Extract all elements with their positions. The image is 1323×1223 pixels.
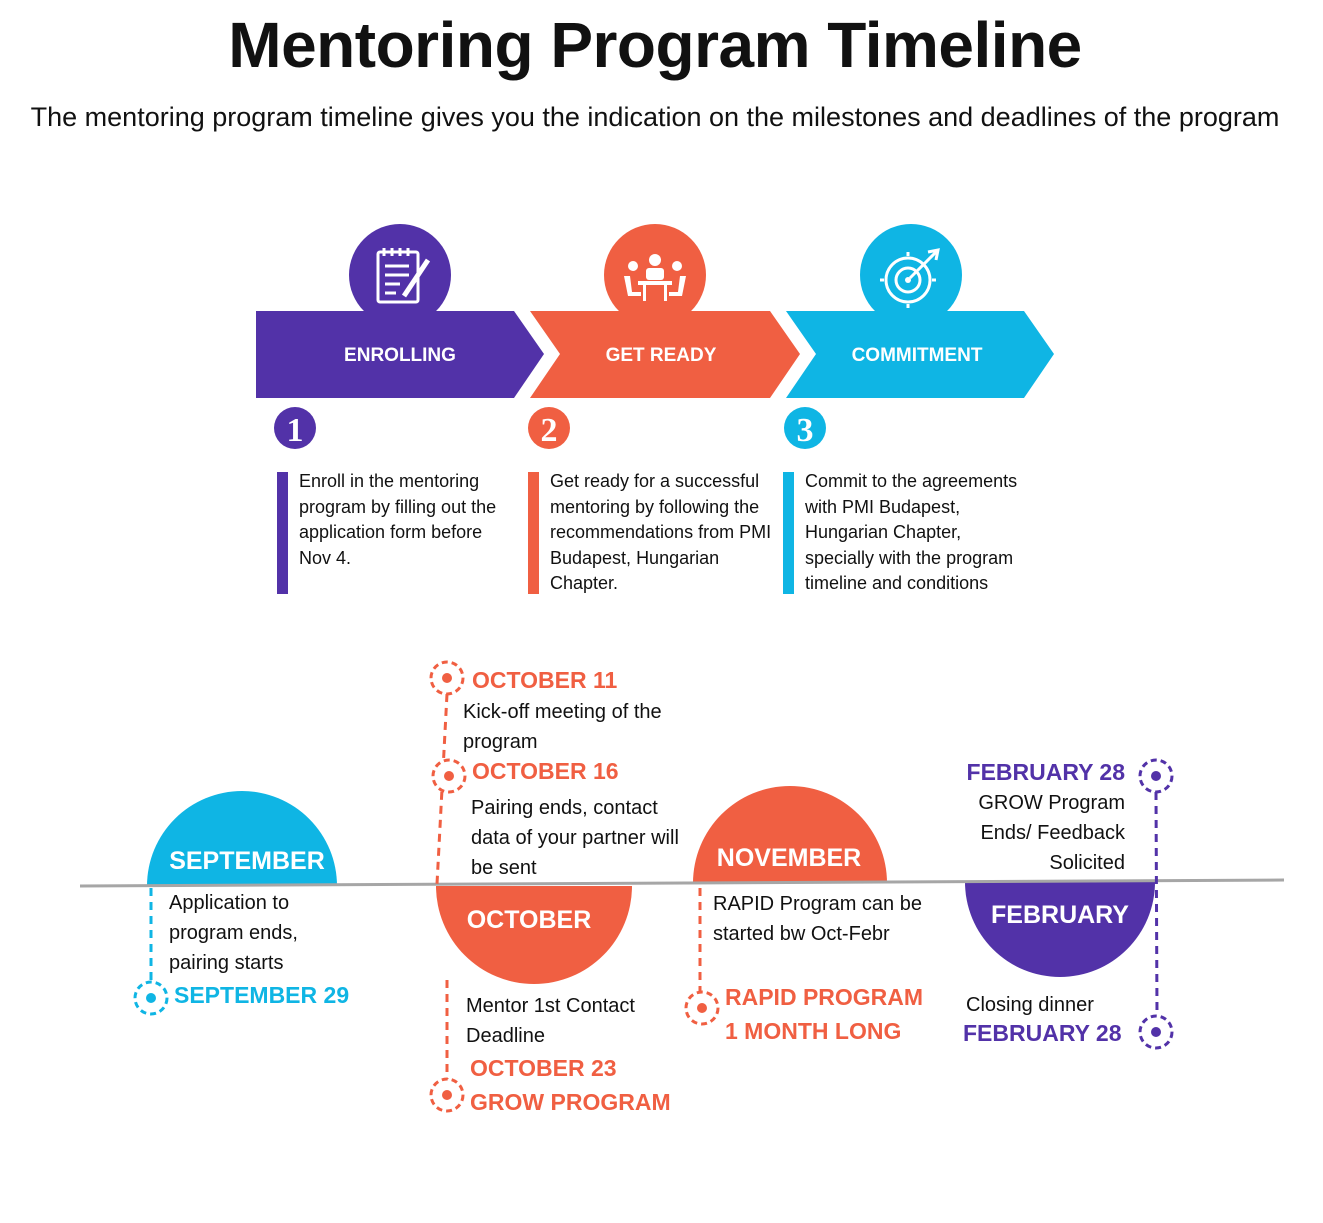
- rapid-text: RAPID Program can be started bw Oct-Febr: [713, 893, 922, 945]
- month-label-october: OCTOBER: [467, 906, 592, 934]
- month-label-november: NOVEMBER: [717, 844, 861, 872]
- month-label-february: FEBRUARY: [991, 901, 1129, 929]
- step-2-badge: [528, 407, 570, 449]
- rapid-title: RAPID PROGRAM: [725, 984, 924, 1010]
- oct11-text: Kick-off meeting of the program: [463, 701, 662, 753]
- page-title: Mentoring Program Timeline: [228, 9, 1082, 81]
- step-1-number: 1: [287, 412, 304, 449]
- marker-oct23: [429, 1077, 465, 1113]
- meeting-table-icon: [624, 254, 686, 301]
- february-semicircle: [965, 882, 1155, 977]
- process-graphic: ENROLLING GET READY COMMITMENT 1 2 3: [256, 224, 1054, 449]
- step-3-label: COMMITMENT: [852, 345, 983, 366]
- step-1-label: ENROLLING: [344, 345, 456, 366]
- checklist-pencil-icon: [376, 248, 431, 304]
- timeline-graphic: SEPTEMBER OCTOBER NOVEMBER FEBRUARY: [79, 660, 1285, 1113]
- oct11-date: OCTOBER 11: [472, 667, 618, 693]
- step-3-bar: [783, 472, 794, 594]
- october-top-connector: [435, 693, 449, 885]
- step-2-number: 2: [541, 412, 558, 449]
- feb28b-date: FEBRUARY 28: [963, 1020, 1122, 1046]
- step-2-label: GET READY: [606, 345, 717, 366]
- rapid-duration: 1 MONTH LONG: [725, 1018, 902, 1044]
- september-semicircle: [147, 791, 337, 886]
- sep29-text: Application to program ends, pairing sta…: [169, 892, 298, 974]
- step-1-arrow: [256, 311, 544, 398]
- step-3-arrow: [786, 311, 1054, 398]
- page-subtitle: The mentoring program timeline gives you…: [30, 102, 1280, 132]
- step-3-badge: [784, 407, 826, 449]
- step-1-description: Enroll in the mentoring program by filli…: [299, 471, 497, 568]
- marker-sep29: [133, 980, 169, 1016]
- marker-feb28b: [1138, 1014, 1174, 1050]
- sep29-date: SEPTEMBER 29: [174, 982, 350, 1008]
- oct16-text: Pairing ends, contact data of your partn…: [471, 797, 679, 879]
- oct23-text: Mentor 1st Contact Deadline: [466, 995, 635, 1047]
- feb28a-date: FEBRUARY 28: [966, 759, 1125, 785]
- step-2-description: Get ready for a successful mentoring by …: [550, 471, 772, 593]
- timeline-axis: [79, 878, 1285, 888]
- november-semicircle: [693, 786, 887, 883]
- target-arrow-icon: [880, 248, 940, 308]
- feb28a-text: GROW Program Ends/ Feedback Solicited: [978, 792, 1125, 874]
- marker-oct16: [431, 758, 467, 794]
- october-semicircle: [436, 886, 632, 984]
- step-1-bar: [277, 472, 288, 594]
- oct23-program: GROW PROGRAM: [470, 1089, 671, 1115]
- marker-rapid: [684, 990, 720, 1026]
- oct16-date: OCTOBER 16: [472, 758, 619, 784]
- step-3-number: 3: [797, 412, 814, 449]
- february-connector: [1154, 791, 1159, 1016]
- oct23-date: OCTOBER 23: [470, 1055, 617, 1081]
- month-label-september: SEPTEMBER: [169, 847, 325, 875]
- step-1-badge: [274, 407, 316, 449]
- feb28b-text: Closing dinner: [966, 994, 1094, 1016]
- step-2-arrow: [530, 311, 800, 398]
- marker-feb28a: [1138, 758, 1174, 794]
- marker-oct11: [429, 660, 465, 696]
- step-3-description: Commit to the agreements with PMI Budape…: [805, 471, 1018, 593]
- step-2-bar: [528, 472, 539, 594]
